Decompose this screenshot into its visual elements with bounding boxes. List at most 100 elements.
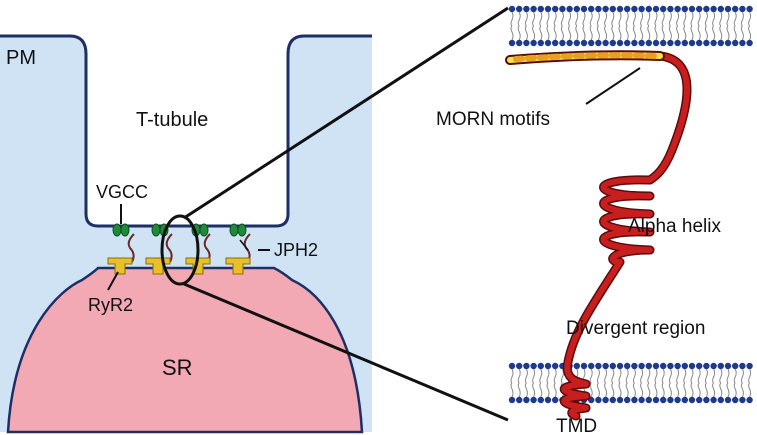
lipid-tail — [661, 11, 665, 27]
sarcoplasmic-reticulum — [6, 266, 364, 434]
lipid-tail — [690, 382, 694, 398]
lipid-tail — [712, 25, 716, 41]
label-sr: SR — [162, 355, 193, 380]
lipid-head — [717, 5, 724, 13]
lipid-head — [544, 5, 552, 13]
lipid-tail — [690, 25, 694, 41]
lipid-head — [595, 5, 602, 13]
lipid-head — [544, 396, 552, 404]
lipid-tail — [524, 11, 528, 27]
lipid-tail — [575, 11, 579, 27]
lipid-head — [588, 362, 595, 370]
lipid-head — [696, 396, 703, 404]
lipid-tail — [661, 382, 665, 398]
label-alpha-helix: Alpha helix — [628, 216, 721, 237]
lipid-head — [681, 362, 688, 370]
lipid-tail — [733, 25, 737, 41]
lipid-tail — [589, 368, 593, 384]
lipid-tail — [690, 11, 694, 27]
lipid-head — [631, 39, 638, 47]
lipid-head — [717, 39, 724, 47]
lipid-tail — [632, 382, 636, 398]
lipid-head — [667, 396, 674, 404]
lipid-tail — [596, 11, 600, 27]
lipid-tail — [733, 382, 737, 398]
label-divergent-region: Divergent region — [566, 318, 705, 339]
lipid-tail — [625, 368, 629, 384]
lipid-head — [688, 362, 696, 370]
lipid-head — [544, 362, 552, 370]
lipid-head — [595, 362, 602, 370]
lipid-tail — [697, 11, 701, 27]
lipid-head — [674, 362, 681, 370]
lipid-head — [616, 396, 624, 404]
lipid-tail — [697, 368, 701, 384]
lipid-head — [667, 362, 674, 370]
lipid-head — [602, 362, 609, 370]
lipid-head — [609, 362, 616, 370]
right-panel — [505, 5, 753, 421]
lipid-tail — [582, 25, 586, 41]
lipid-tail — [740, 368, 744, 384]
lipid-tail — [589, 11, 593, 27]
lipid-head — [739, 5, 746, 13]
lipid-head — [681, 396, 688, 404]
lipid-head — [580, 362, 588, 370]
jph2-pointer — [239, 239, 249, 251]
lipid-tail — [524, 368, 528, 384]
lipid-tail — [647, 368, 651, 384]
lipid-head — [516, 362, 523, 370]
lipid-head — [660, 5, 667, 13]
label-t-tubule: T-tubule — [136, 109, 208, 131]
lipid-head — [660, 39, 667, 47]
lipid-head — [530, 5, 537, 13]
lipid-head — [508, 362, 516, 370]
lipid-head — [602, 39, 609, 47]
t-tubule-membrane — [0, 0, 372, 226]
lipid-tail — [683, 382, 687, 398]
lipid-head — [710, 362, 717, 370]
lipid-tail — [704, 11, 708, 27]
lipid-head — [688, 396, 696, 404]
lipid-head — [645, 362, 652, 370]
lipid-tail — [632, 368, 636, 384]
lipid-tail — [611, 25, 615, 41]
lipid-head — [530, 396, 537, 404]
lipid-head — [616, 5, 624, 13]
label-ryr2: RyR2 — [88, 295, 133, 315]
lipid-tail — [661, 25, 665, 41]
lipid-tail — [748, 382, 752, 398]
lipid-tail — [618, 368, 622, 384]
lipid-head — [537, 5, 544, 13]
lipid-head — [609, 5, 616, 13]
lipid-tail — [740, 25, 744, 41]
lipid-head — [523, 362, 530, 370]
lipid-tail — [640, 368, 644, 384]
lipid-head — [739, 362, 746, 370]
lipid-head — [508, 39, 516, 47]
lipid-head — [580, 5, 588, 13]
label-jph2: JPH2 — [274, 240, 318, 260]
lipid-tail — [625, 11, 629, 27]
lipid-tail — [668, 25, 672, 41]
lipid-head — [746, 5, 753, 13]
lipid-head — [652, 5, 660, 13]
lipid-tail — [690, 368, 694, 384]
lipid-head — [717, 396, 724, 404]
lipid-head — [732, 5, 739, 13]
lipid-head — [703, 39, 710, 47]
lipid-tail — [510, 382, 514, 398]
lipid-tail — [676, 382, 680, 398]
lipid-head — [559, 5, 566, 13]
lipid-tail — [589, 382, 593, 398]
lipid-head — [552, 396, 559, 404]
lipid-head — [588, 39, 595, 47]
lipid-head — [552, 362, 559, 370]
lipid-tail — [719, 11, 723, 27]
lipid-tail — [532, 368, 536, 384]
lipid-tail — [517, 368, 521, 384]
lipid-tail — [668, 382, 672, 398]
lipid-tail — [683, 368, 687, 384]
lipid-head — [523, 396, 530, 404]
